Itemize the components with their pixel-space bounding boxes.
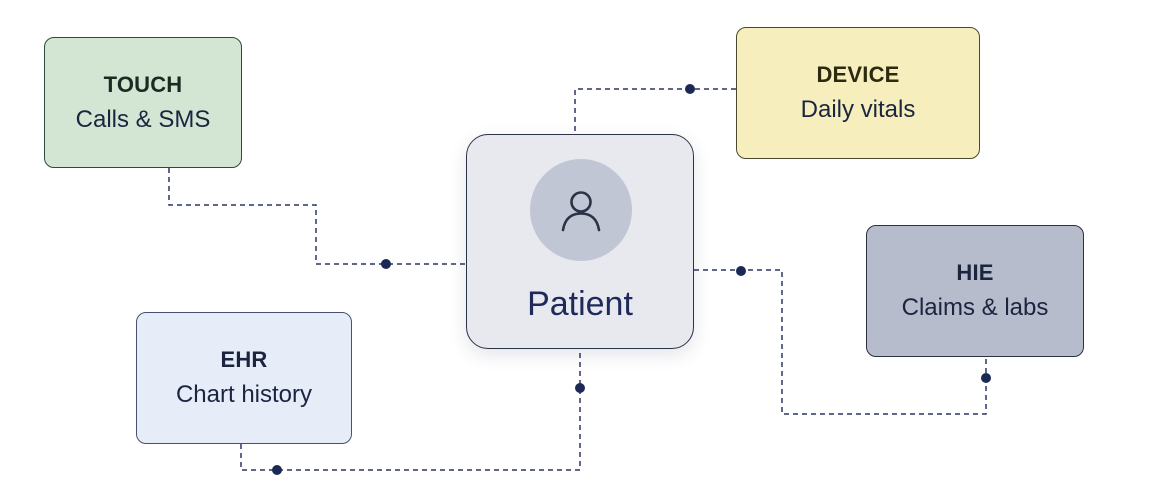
user-icon (561, 191, 601, 232)
connector-dot-hie-b (981, 373, 991, 383)
node-hie[interactable]: HIE Claims & labs (866, 225, 1084, 357)
connector-touch-patient (168, 168, 466, 265)
node-device[interactable]: DEVICE Daily vitals (736, 27, 980, 159)
node-hie-subtitle: Claims & labs (901, 294, 1049, 321)
connector-dot-ehr-a (272, 465, 282, 475)
connector-hie-patient (694, 269, 987, 415)
node-touch-subtitle: Calls & SMS (75, 105, 211, 133)
connector-dot-device (685, 84, 695, 94)
node-touch[interactable]: TOUCH Calls & SMS (44, 37, 242, 168)
node-touch-title: TOUCH (103, 71, 183, 97)
avatar (530, 159, 632, 261)
node-ehr-title: EHR (220, 347, 268, 372)
connector-dot-hie-a (736, 266, 746, 276)
patient-label: Patient (527, 285, 633, 323)
node-ehr[interactable]: EHR Chart history (136, 312, 352, 444)
connector-dot-touch (381, 259, 391, 269)
connector-device-patient (574, 88, 736, 134)
node-hie-title: HIE (956, 260, 994, 285)
connector-dot-ehr-b (575, 383, 585, 393)
connector-ehr-patient (240, 349, 581, 471)
node-device-title: DEVICE (816, 62, 900, 87)
node-device-subtitle: Daily vitals (800, 96, 916, 123)
node-ehr-subtitle: Chart history (175, 381, 313, 408)
patient-node[interactable]: Patient (466, 134, 694, 349)
